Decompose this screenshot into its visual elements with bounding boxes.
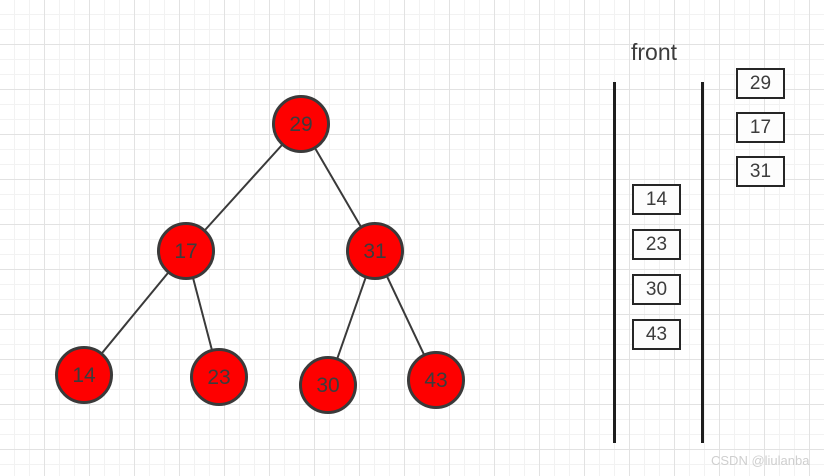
tree-node-label: 14 bbox=[72, 363, 96, 387]
tree-node-label: 31 bbox=[363, 239, 387, 263]
output-cell-label: 29 bbox=[749, 73, 772, 94]
queue-cell-43: 43 bbox=[632, 319, 681, 350]
queue-rail-right bbox=[701, 82, 704, 443]
front-label: front bbox=[631, 39, 678, 65]
queue-cell-14: 14 bbox=[632, 184, 681, 215]
output-cell-label: 17 bbox=[749, 117, 772, 138]
tree-node-label: 23 bbox=[207, 365, 231, 389]
tree-edge bbox=[335, 275, 368, 361]
queue-cell-30: 30 bbox=[632, 274, 681, 305]
tree-edge bbox=[385, 274, 426, 357]
tree-node-14: 14 bbox=[55, 346, 113, 404]
tree-edge bbox=[191, 276, 214, 352]
tree-node-17: 17 bbox=[157, 222, 215, 280]
output-cell-17: 17 bbox=[736, 112, 785, 143]
output-cell-29: 29 bbox=[736, 68, 785, 99]
tree-node-29: 29 bbox=[272, 95, 330, 153]
tree-edge bbox=[100, 270, 170, 356]
tree-node-43: 43 bbox=[407, 351, 465, 409]
tree-node-label: 29 bbox=[289, 112, 313, 136]
queue-cell-label: 43 bbox=[645, 324, 668, 345]
tree-node-label: 30 bbox=[316, 373, 340, 397]
tree-node-31: 31 bbox=[346, 222, 404, 280]
tree-node-label: 17 bbox=[174, 239, 198, 263]
queue-cell-label: 30 bbox=[645, 279, 668, 300]
watermark: CSDN @liulanba bbox=[711, 453, 810, 468]
tree-edge bbox=[203, 143, 284, 232]
output-cell-31: 31 bbox=[736, 156, 785, 187]
tree-node-30: 30 bbox=[299, 356, 357, 414]
tree-edge bbox=[313, 146, 363, 229]
queue-cell-label: 14 bbox=[645, 189, 668, 210]
output-cell-label: 31 bbox=[749, 161, 772, 182]
tree-node-23: 23 bbox=[190, 348, 248, 406]
queue-cell-23: 23 bbox=[632, 229, 681, 260]
tree-node-label: 43 bbox=[424, 368, 448, 392]
queue-rail-left bbox=[613, 82, 616, 443]
queue-cell-label: 23 bbox=[645, 234, 668, 255]
